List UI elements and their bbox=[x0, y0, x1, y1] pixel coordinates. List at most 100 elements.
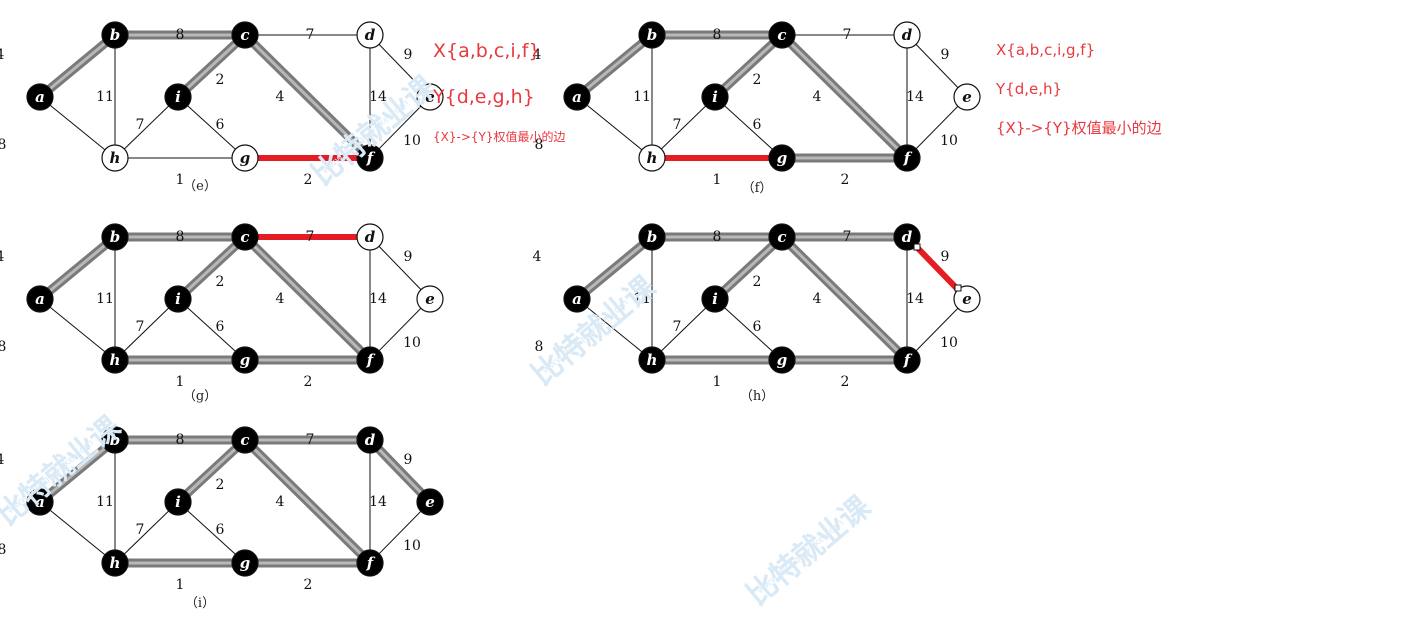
node-b bbox=[638, 223, 666, 251]
node-d bbox=[356, 223, 384, 251]
edge-weight-cd: 7 bbox=[306, 229, 315, 245]
edge-weight-cf: 4 bbox=[276, 291, 285, 307]
node-label-e: e bbox=[425, 88, 435, 106]
node-label-h: h bbox=[110, 351, 121, 369]
edge-de bbox=[369, 34, 431, 98]
node-a bbox=[563, 83, 591, 111]
edge-weight-ah: 8 bbox=[0, 137, 6, 153]
edge-weight-ci: 2 bbox=[753, 72, 762, 88]
node-f bbox=[893, 144, 921, 172]
node-g bbox=[231, 549, 259, 577]
tree-edge-core-ci bbox=[176, 438, 247, 504]
edge-weight-ah: 8 bbox=[0, 542, 6, 558]
edge-weight-ab: 4 bbox=[533, 249, 542, 265]
node-c bbox=[231, 223, 259, 251]
edge-weight-df: 14 bbox=[369, 89, 387, 105]
edge-weight-ef: 10 bbox=[940, 335, 958, 351]
edge-weight-cd: 7 bbox=[843, 229, 852, 245]
edge-weight-hg: 1 bbox=[713, 172, 722, 188]
edge-weight-gf: 2 bbox=[841, 172, 850, 188]
edge-weight-ab: 4 bbox=[0, 452, 5, 468]
edge-weight-hg: 1 bbox=[176, 374, 185, 390]
edge-weight-bh: 11 bbox=[633, 89, 651, 105]
node-f bbox=[356, 346, 384, 374]
edge-weight-gi: 6 bbox=[753, 117, 762, 133]
node-f bbox=[356, 549, 384, 577]
annotation-y-set: Y{d,e,g,h} bbox=[433, 86, 535, 108]
node-i bbox=[701, 285, 729, 313]
edge-hi bbox=[114, 96, 179, 159]
node-label-e: e bbox=[425, 493, 435, 511]
node-i bbox=[701, 83, 729, 111]
node-label-a: a bbox=[572, 290, 582, 308]
node-i bbox=[164, 285, 192, 313]
edge-weight-df: 14 bbox=[906, 291, 924, 307]
node-a bbox=[26, 285, 54, 313]
edge-weight-bc: 8 bbox=[176, 27, 185, 43]
node-label-c: c bbox=[777, 26, 786, 44]
tree-edge-core-ab bbox=[576, 235, 653, 301]
node-label-i: i bbox=[175, 88, 181, 106]
edge-ah bbox=[576, 96, 653, 159]
node-i bbox=[164, 488, 192, 516]
edge-weight-gi: 6 bbox=[216, 319, 225, 335]
node-d bbox=[893, 21, 921, 49]
edge-weight-ah: 8 bbox=[535, 339, 544, 355]
tree-edge-core-cf bbox=[780, 235, 909, 362]
edge-weight-bc: 8 bbox=[713, 229, 722, 245]
edge-hi bbox=[651, 298, 716, 361]
edge-weight-cd: 7 bbox=[306, 432, 315, 448]
node-label-e: e bbox=[425, 290, 435, 308]
edge-weight-df: 14 bbox=[906, 89, 924, 105]
node-label-d: d bbox=[902, 228, 913, 246]
edge-de bbox=[906, 34, 968, 98]
edge-weight-df: 14 bbox=[369, 494, 387, 510]
edge-hi bbox=[114, 298, 179, 361]
node-e bbox=[416, 285, 444, 313]
node-f bbox=[356, 144, 384, 172]
edge-weight-ci: 2 bbox=[216, 274, 225, 290]
edge-weight-gi: 6 bbox=[216, 117, 225, 133]
edge-weight-ef: 10 bbox=[403, 538, 421, 554]
node-label-h: h bbox=[647, 351, 658, 369]
node-label-b: b bbox=[647, 26, 658, 44]
edge-weight-gf: 2 bbox=[304, 577, 313, 593]
panel-caption: （h） bbox=[740, 389, 774, 404]
edge-weight-hg: 1 bbox=[176, 577, 185, 593]
edge-weight-gi: 6 bbox=[216, 522, 225, 538]
node-label-d: d bbox=[902, 26, 913, 44]
tree-edge-core-ci bbox=[713, 33, 784, 99]
node-g bbox=[231, 346, 259, 374]
edge-de bbox=[369, 236, 431, 300]
edge-ah bbox=[39, 501, 116, 564]
tree-edge-core-ci bbox=[713, 235, 784, 301]
panel-caption: （e） bbox=[183, 179, 217, 194]
node-label-e: e bbox=[962, 290, 972, 308]
edge-ah bbox=[39, 298, 116, 361]
node-g bbox=[231, 144, 259, 172]
node-label-a: a bbox=[35, 88, 45, 106]
edge-ef bbox=[906, 298, 968, 361]
edge-weight-bc: 8 bbox=[713, 27, 722, 43]
node-label-h: h bbox=[110, 149, 121, 167]
tree-edge-core-cf bbox=[780, 33, 909, 160]
node-label-d: d bbox=[365, 431, 376, 449]
edge-weight-de: 9 bbox=[941, 47, 950, 63]
node-c bbox=[768, 223, 796, 251]
edge-ah bbox=[39, 96, 116, 159]
edge-weight-de: 9 bbox=[404, 249, 413, 265]
node-label-i: i bbox=[175, 290, 181, 308]
node-a bbox=[26, 83, 54, 111]
node-label-f: f bbox=[366, 351, 376, 369]
edge-ef bbox=[369, 96, 431, 159]
edge-ef bbox=[369, 298, 431, 361]
edge-weight-df: 14 bbox=[369, 291, 387, 307]
edge-weight-de: 9 bbox=[404, 452, 413, 468]
edge-weight-hg: 1 bbox=[176, 172, 185, 188]
tree-edge-core-cf bbox=[243, 33, 372, 160]
node-label-a: a bbox=[572, 88, 582, 106]
node-label-c: c bbox=[777, 228, 786, 246]
edge-weight-ah: 8 bbox=[535, 137, 544, 153]
